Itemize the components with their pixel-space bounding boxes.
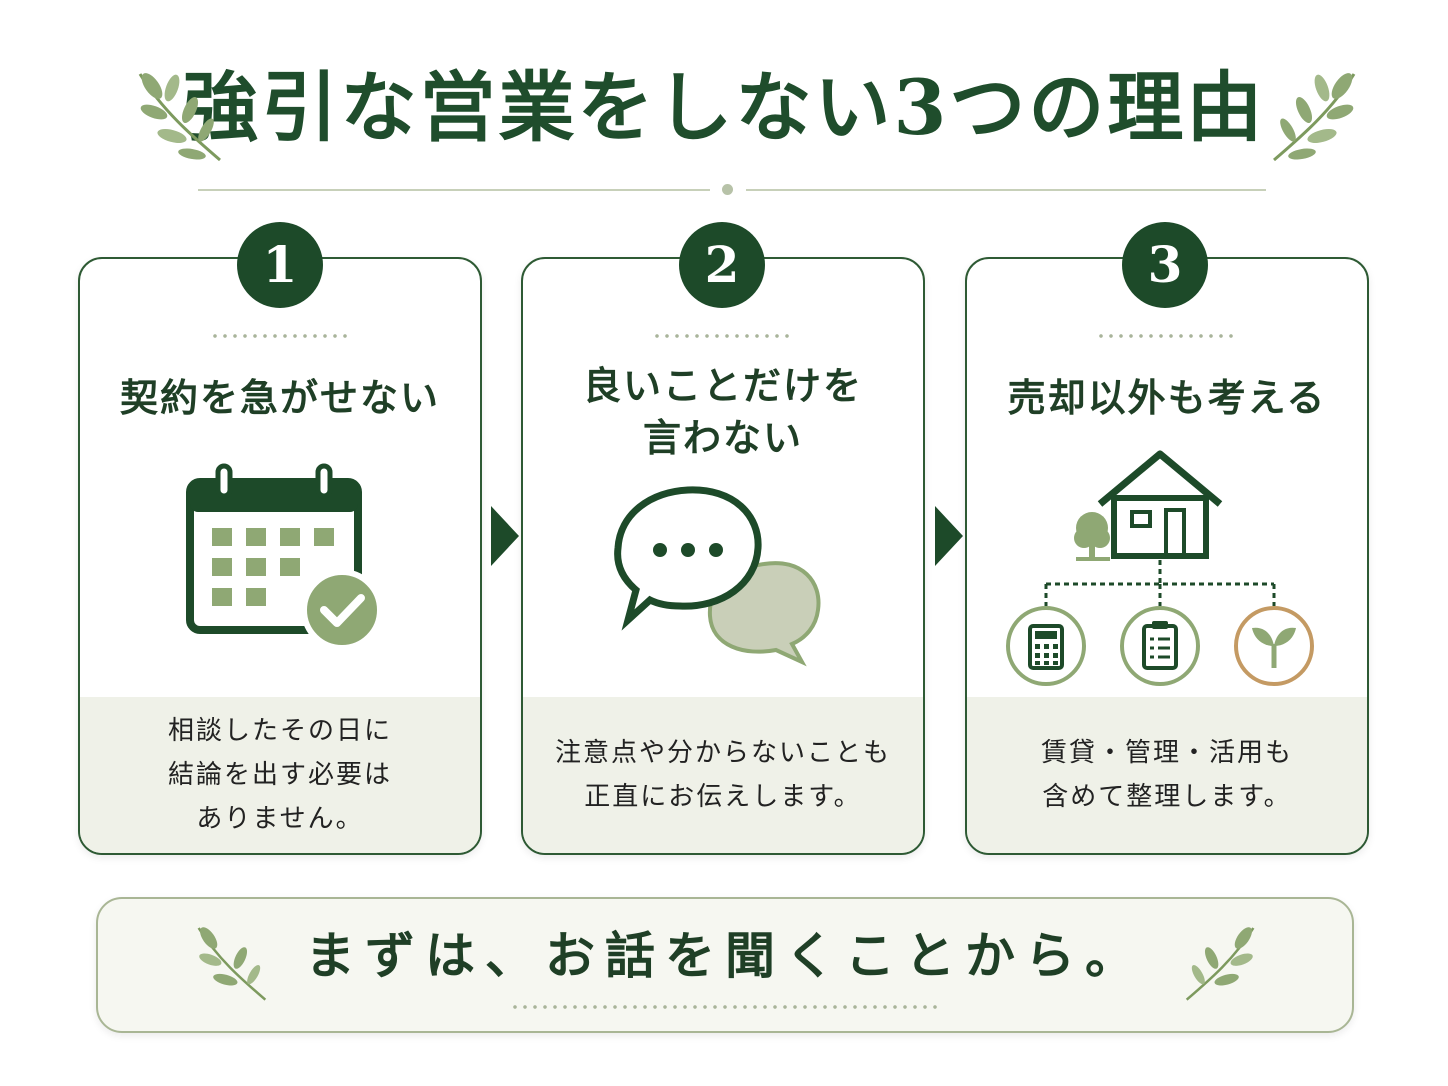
reason-3-heading: 売却以外も考える (1007, 375, 1327, 420)
chat-bubbles-icon (614, 486, 821, 667)
reason-1-dotted-separator (210, 334, 350, 338)
step-arrow-2-to-3 (935, 506, 963, 566)
reason-3-description-panel: 賃貸・管理・活用も 含めて整理します。 (967, 697, 1367, 853)
reason-2-number-badge: 2 (679, 222, 765, 308)
reason-2-description: 注意点や分からないことも 正直にお伝えします。 (554, 738, 891, 812)
title-divider-left (198, 189, 710, 191)
closing-banner-text: まずは、お話を聞くことから。 (305, 926, 1145, 985)
reason-3-dotted-separator (1096, 334, 1236, 338)
step-arrow-1-to-2 (491, 506, 519, 566)
reason-1-heading: 契約を急がせない (119, 375, 440, 420)
reason-3-number-badge: 3 (1122, 222, 1208, 308)
title-divider-dot (722, 184, 733, 195)
right-leaf-sprig-icon (1273, 73, 1356, 162)
banner-right-leaf-icon (1185, 927, 1255, 1001)
reason-1-number-badge: 1 (237, 222, 323, 308)
reason-1-description-panel: 相談したその日に 結論を出す必要は ありません。 (80, 697, 480, 853)
reason-2-dotted-separator (652, 334, 792, 338)
reason-2-heading: 良いことだけを 言わない (582, 363, 863, 460)
closing-banner: まずは、お話を聞くことから。 (96, 897, 1354, 1033)
title-divider-right (746, 189, 1266, 191)
reason-2-description-panel: 注意点や分からないことも 正直にお伝えします。 (523, 697, 923, 853)
left-leaf-sprig-icon (138, 73, 221, 162)
calendar-check-icon (186, 463, 383, 651)
house-options-icon (1006, 450, 1314, 686)
reason-3-description: 賃貸・管理・活用も 含めて整理します。 (1040, 738, 1293, 812)
page-title: 強引な営業をしない3つの理由 (182, 63, 1266, 152)
banner-left-leaf-icon (197, 927, 267, 1001)
reason-1-description: 相談したその日に 結論を出す必要は ありません。 (167, 716, 392, 834)
closing-banner-dotted-line (510, 1005, 940, 1009)
